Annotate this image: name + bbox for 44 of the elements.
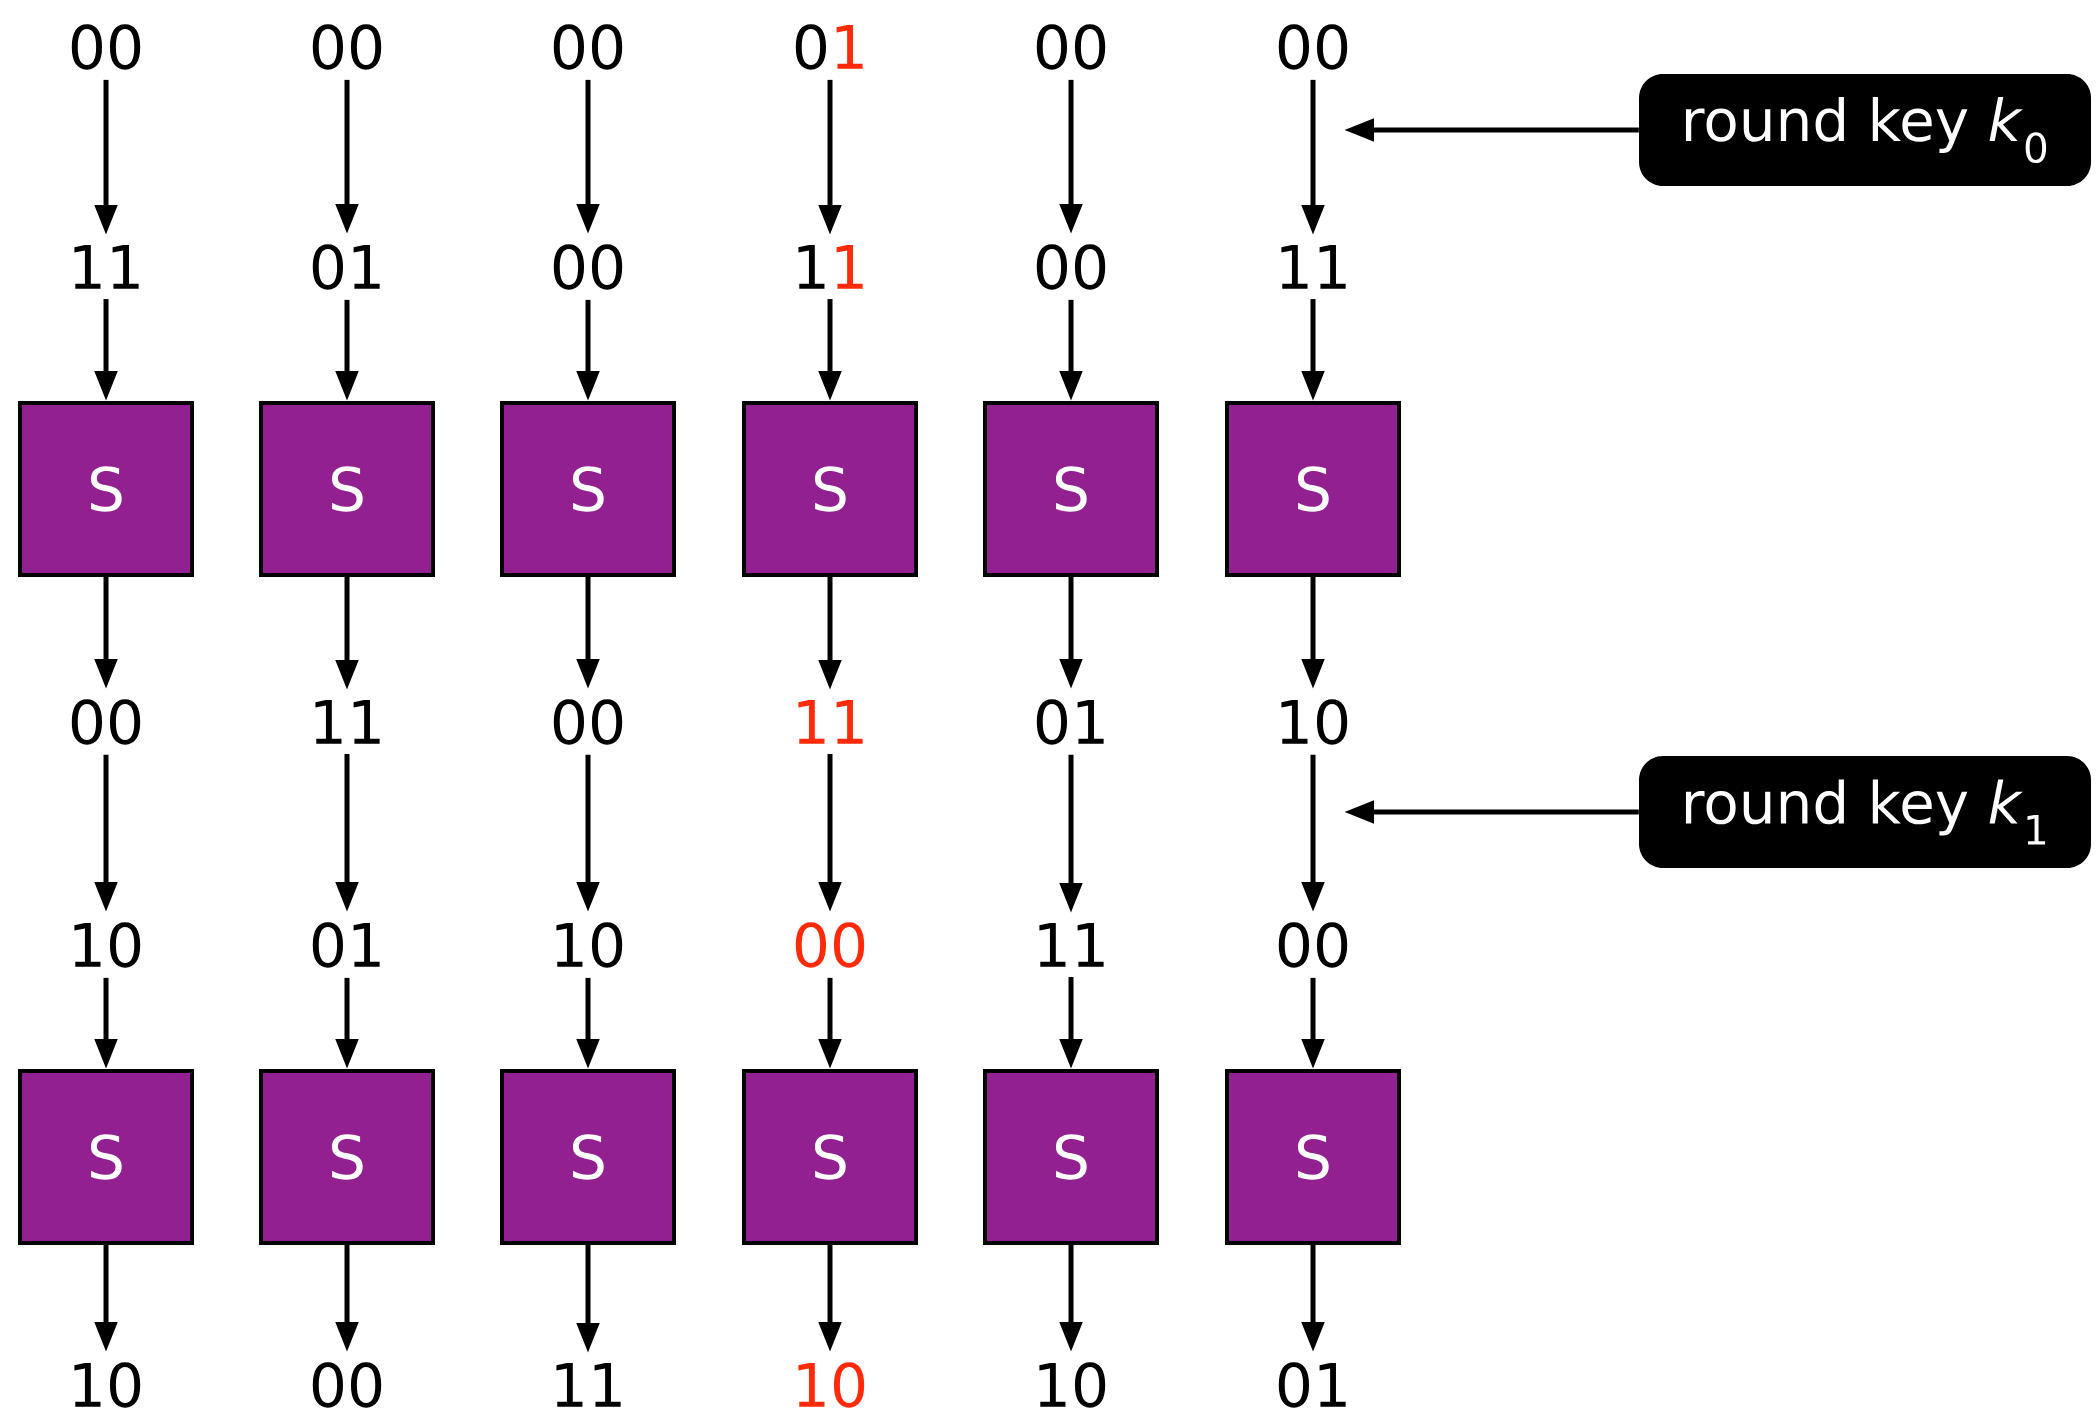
bit-label: 00 — [553, 244, 623, 290]
bit-label: 0 1 — [795, 24, 863, 70]
bit-label: 00 — [312, 24, 382, 70]
bit-label: 01 — [312, 922, 380, 968]
bit-label: 00 — [1278, 24, 1348, 70]
s-box: S — [18, 401, 194, 577]
bit-label: 01 — [1036, 699, 1104, 745]
s-box: S — [500, 401, 676, 577]
bit-label: 01 — [312, 244, 380, 290]
s-box: S — [742, 1069, 918, 1245]
bit-label: 00 — [312, 1362, 382, 1408]
bit-label: 10 — [798, 1362, 865, 1408]
bit-label: 00 — [71, 24, 141, 70]
bit-label: 00 — [1036, 24, 1106, 70]
bit-label: 11 — [1281, 245, 1346, 289]
bit-label: 00 — [795, 922, 865, 968]
bit-label: 10 — [74, 922, 141, 968]
bit-label: 00 — [1036, 244, 1106, 290]
bit-label: 11 — [1039, 923, 1104, 967]
bit-label: 11 — [556, 1363, 621, 1407]
bit-label: 1 1 — [798, 245, 863, 289]
s-box: S — [259, 1069, 435, 1245]
bit-label: 01 — [1278, 1362, 1346, 1408]
bit-label: 00 — [553, 699, 623, 745]
bit-label: 10 — [556, 922, 623, 968]
s-box: S — [18, 1069, 194, 1245]
bit-label: 10 — [74, 1362, 141, 1408]
bit-label: 00 — [1278, 922, 1348, 968]
s-box: S — [983, 1069, 1159, 1245]
s-box: S — [500, 1069, 676, 1245]
bit-label: 11 — [315, 700, 380, 744]
bit-label: 11 — [74, 245, 139, 289]
bit-label: 10 — [1039, 1362, 1106, 1408]
key-label: round key k$_{1}$ — [1639, 756, 2091, 868]
bit-label: 00 — [71, 699, 141, 745]
key-label: round key k$_{0}$ — [1639, 74, 2091, 186]
s-box: S — [983, 401, 1159, 577]
bit-label: 00 — [553, 24, 623, 70]
s-box: S — [1225, 1069, 1401, 1245]
bit-label: 10 — [1281, 699, 1348, 745]
bit-label: 11 — [798, 700, 863, 744]
s-box: S — [259, 401, 435, 577]
s-box: S — [1225, 401, 1401, 577]
s-box: S — [742, 401, 918, 577]
